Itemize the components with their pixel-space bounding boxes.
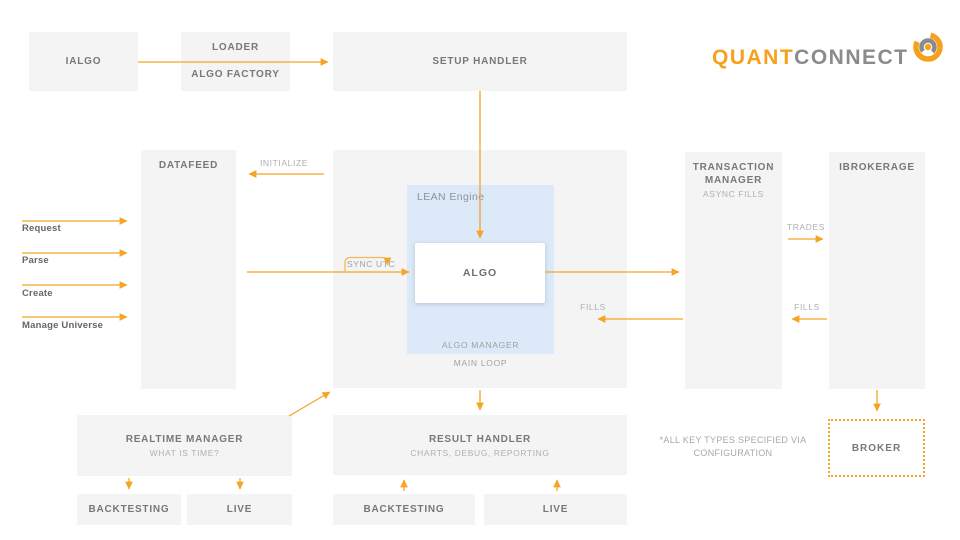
node-broker-title: BROKER [851, 442, 902, 454]
swirl-icon [911, 30, 945, 69]
lean-engine-label: LEAN Engine [417, 191, 485, 203]
sync-utc-label: SYNC UTC [347, 259, 396, 269]
node-backtesting-mid-title: BACKTESTING [363, 504, 445, 515]
fills-right-label: FILLS [794, 302, 820, 312]
node-backtesting-left-title: BACKTESTING [88, 504, 170, 515]
node-live-mid: LIVE [484, 494, 627, 525]
node-live-left-title: LIVE [226, 504, 253, 515]
node-algo-title: ALGO [462, 267, 498, 279]
logo-text-connect: CONNECT [794, 45, 909, 69]
node-algo: ALGO [415, 243, 545, 303]
node-result-handler: RESULT HANDLER CHARTS, DEBUG, REPORTING [333, 415, 627, 475]
arrow-realtime-to-mainloop [288, 391, 331, 417]
node-realtime-manager-title: REALTIME MANAGER [125, 434, 244, 445]
node-result-handler-subtitle: CHARTS, DEBUG, REPORTING [410, 447, 550, 458]
node-backtesting-left: BACKTESTING [77, 494, 181, 525]
node-live-mid-title: LIVE [542, 504, 569, 515]
parse-label: Parse [22, 255, 49, 266]
algo-manager-label: ALGO MANAGER [441, 340, 520, 350]
logo-text-quant: QUANT [712, 45, 795, 69]
node-broker: BROKER [828, 419, 925, 477]
request-label: Request [22, 223, 61, 234]
node-realtime-manager: REALTIME MANAGER WHAT IS TIME? [77, 415, 292, 476]
node-transaction-manager-subtitle: ASYNC FILLS [703, 189, 764, 199]
node-live-left: LIVE [187, 494, 292, 525]
manage-universe-label: Manage Universe [22, 320, 104, 331]
node-ialgo: IALGO [29, 32, 138, 91]
node-transaction-manager-title2: MANAGER [704, 175, 763, 186]
node-ibrokerage-title: IBROKERAGE [839, 162, 915, 173]
main-loop-label: MAIN LOOP [453, 358, 508, 368]
node-ialgo-title: IALGO [65, 56, 102, 67]
node-loader-label: LOADER [211, 42, 260, 53]
node-datafeed-title: DATAFEED [158, 160, 219, 171]
fills-mid-label: FILLS [580, 302, 606, 312]
node-algo-factory-label: ALGO FACTORY [191, 69, 280, 80]
node-transaction-manager: TRANSACTION MANAGER ASYNC FILLS [685, 152, 782, 389]
footnote-line1: *ALL KEY TYPES SPECIFIED VIA [659, 435, 807, 445]
node-realtime-manager-subtitle: WHAT IS TIME? [149, 448, 220, 458]
node-backtesting-mid: BACKTESTING [333, 494, 475, 525]
initialize-label: INITIALIZE [259, 158, 309, 168]
node-result-handler-title: RESULT HANDLER [428, 433, 532, 445]
node-setup-handler-title: SETUP HANDLER [432, 56, 528, 67]
trades-label: TRADES [786, 222, 826, 232]
configuration-footnote: *ALL KEY TYPES SPECIFIED VIA CONFIGURATI… [655, 434, 811, 460]
create-label: Create [22, 288, 53, 299]
node-ibrokerage: IBROKERAGE [829, 152, 925, 389]
node-transaction-manager-title1: TRANSACTION [692, 162, 775, 173]
footnote-line2: CONFIGURATION [693, 448, 773, 458]
node-datafeed: DATAFEED [141, 150, 236, 389]
node-setup-handler: SETUP HANDLER [333, 32, 627, 91]
node-loader-algo-factory: LOADER ALGO FACTORY [181, 32, 290, 91]
